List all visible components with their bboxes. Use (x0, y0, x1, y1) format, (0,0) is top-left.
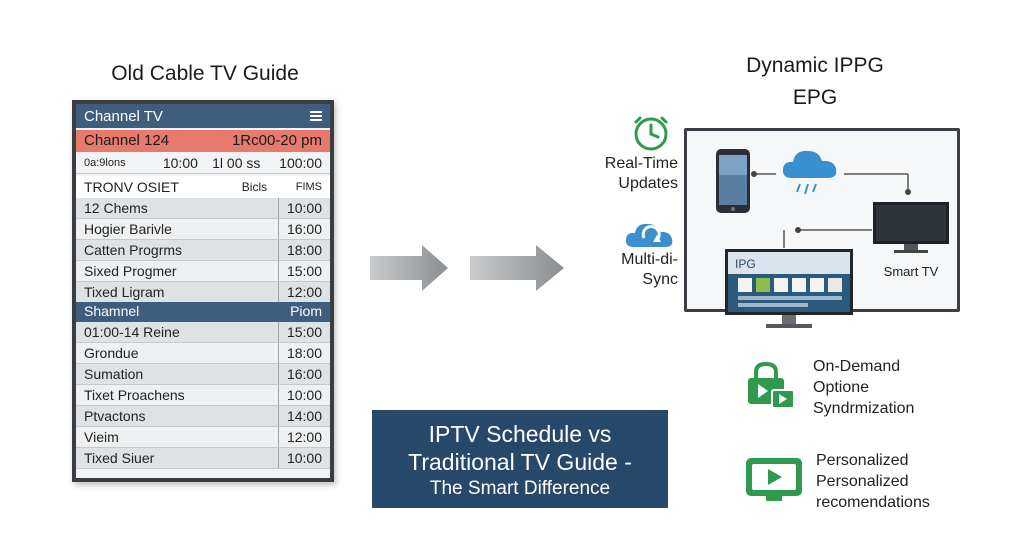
program-row: Vieim 12:00 (76, 427, 330, 448)
channel-name: Channel 124 (84, 132, 170, 149)
program-row: Grondue 18:00 (76, 343, 330, 364)
column-header: Bicls (241, 180, 268, 194)
program-row: Catten Progrms 18:00 (76, 240, 330, 261)
program-time: 15:00 (278, 322, 330, 342)
play-screen-icon (746, 458, 802, 501)
banner-line3: The Smart Difference (429, 478, 611, 499)
bullet-on-demand-line2: Optione (813, 379, 870, 396)
left-title: Old Cable TV Guide (111, 62, 299, 85)
cloud-sync-icon (625, 223, 673, 247)
program-row: 12 Chems 10:00 (76, 198, 330, 219)
smart-tv-label: Smart TV (883, 264, 939, 279)
screen-label: IPG (735, 257, 756, 271)
program-name: Vieim (84, 429, 119, 445)
program-row: Hogier Barivle 16:00 (76, 219, 330, 240)
program-row: Ptvactons 14:00 (76, 406, 330, 427)
program-time: 15:00 (278, 261, 330, 281)
bullet-on-demand-line3: Syndrmization (813, 400, 915, 417)
time-header-row: 0a:9lons 10:00 1l 00 ss 100:00 (76, 152, 330, 174)
program-name: 12 Chems (84, 200, 148, 216)
program-time: 18:00 (278, 343, 330, 363)
right-title: Dynamic IPPG EPG (700, 50, 930, 114)
channel-time: 1Rc00-20 pm (231, 132, 322, 149)
right-arrow-icon (470, 245, 564, 291)
time-cell: 0a:9lons (84, 156, 126, 169)
program-row: Sixed Progmer 15:00 (76, 261, 330, 282)
program-list-a: 12 Chems 10:00 Hogier Barivle 16:00 Catten… (76, 198, 330, 303)
right-title-line1: Dynamic IPPG (746, 54, 884, 77)
title-banner: IPTV Schedule vs Traditional TV Guide - … (372, 410, 668, 508)
feature-realtime-line1: Real-Time (604, 155, 678, 172)
connector-lines (751, 171, 911, 248)
highlighted-channel-row: Channel 124 1Rc00-20 pm (76, 130, 330, 152)
lock-media-icon (748, 362, 795, 409)
banner-line1: IPTV Schedule vs (428, 421, 612, 447)
program-row: Tixed Siuer 10:00 (76, 448, 330, 469)
program-time: 10:00 (278, 385, 330, 405)
guide-header: Channel TV (76, 104, 330, 128)
program-time: 16:00 (278, 219, 330, 239)
program-time: 12:00 (278, 282, 330, 302)
guide-header-label: Channel TV (84, 107, 163, 125)
bullet-personalized-line2: Personalized (816, 473, 909, 490)
time-cell: 100:00 (279, 154, 322, 171)
column-header: TRONV OSIET (84, 179, 179, 195)
bullet-on-demand: On-Demand Optione Syndrmization (813, 356, 914, 419)
program-name: 01:00-14 Reine (84, 324, 180, 340)
program-list-b: 01:00-14 Reine 15:00 Grondue 18:00 Sumatio… (76, 322, 330, 469)
program-row: Tixet Proachens 10:00 (76, 385, 330, 406)
program-time: 10:00 (278, 448, 330, 468)
time-cell: 1l 00 ss (212, 154, 261, 171)
program-name: Ptvactons (84, 408, 146, 424)
section-label: Shamnel (84, 303, 140, 319)
program-name: Sumation (84, 366, 144, 382)
program-name: Tixed Siuer (84, 450, 155, 466)
feature-multisync-line2: Sync (642, 271, 678, 288)
column-header-row: TRONV OSIET Bicls FIMS (76, 176, 330, 198)
banner-line2: Traditional TV Guide - (408, 449, 632, 475)
section-right-label: Piom (290, 303, 322, 319)
program-time: 18:00 (278, 240, 330, 260)
cloud-icon (782, 150, 837, 195)
program-row: 01:00-14 Reine 15:00 (76, 322, 330, 343)
program-name: Tixed Ligram (84, 284, 165, 300)
time-cell: 10:00 (162, 154, 198, 171)
program-time: 10:00 (278, 198, 330, 218)
bullet-personalized: Personalized Personalized recomendations (816, 450, 930, 513)
feature-realtime-line2: Updates (618, 175, 678, 192)
monitor-icon (725, 249, 853, 328)
program-time: 16:00 (278, 364, 330, 384)
column-header: FIMS (295, 181, 322, 193)
program-name: Tixet Proachens (84, 387, 185, 403)
program-time: 14:00 (278, 406, 330, 426)
bullet-personalized-line1: Personalized (816, 452, 909, 469)
program-name: Grondue (84, 345, 139, 361)
clock-icon (634, 116, 668, 151)
feature-multisync: Multi-di- Sync (586, 250, 678, 290)
cable-guide-panel: Channel TV Channel 124 1Rc00-20 pm 0a:9l… (72, 100, 334, 482)
bullet-on-demand-line1: On-Demand (813, 358, 901, 375)
program-name: Catten Progrms (84, 242, 183, 258)
right-title-line2: EPG (792, 86, 838, 109)
program-name: Hogier Barivle (84, 221, 172, 237)
right-arrow-icon (370, 245, 448, 291)
program-row: Tixed Ligram 12:00 (76, 282, 330, 303)
menu-icon (310, 111, 322, 121)
section-header: Shamnel Piom (76, 302, 330, 322)
program-row: Sumation 16:00 (76, 364, 330, 385)
program-name: Sixed Progmer (84, 263, 177, 279)
feature-multisync-line1: Multi-di- (621, 251, 678, 268)
smartphone-icon (716, 149, 750, 213)
feature-realtime: Real-Time Updates (586, 154, 678, 194)
bullet-personalized-line3: recomendations (816, 494, 930, 511)
smart-tv-icon (873, 202, 949, 253)
program-time: 12:00 (278, 427, 330, 447)
